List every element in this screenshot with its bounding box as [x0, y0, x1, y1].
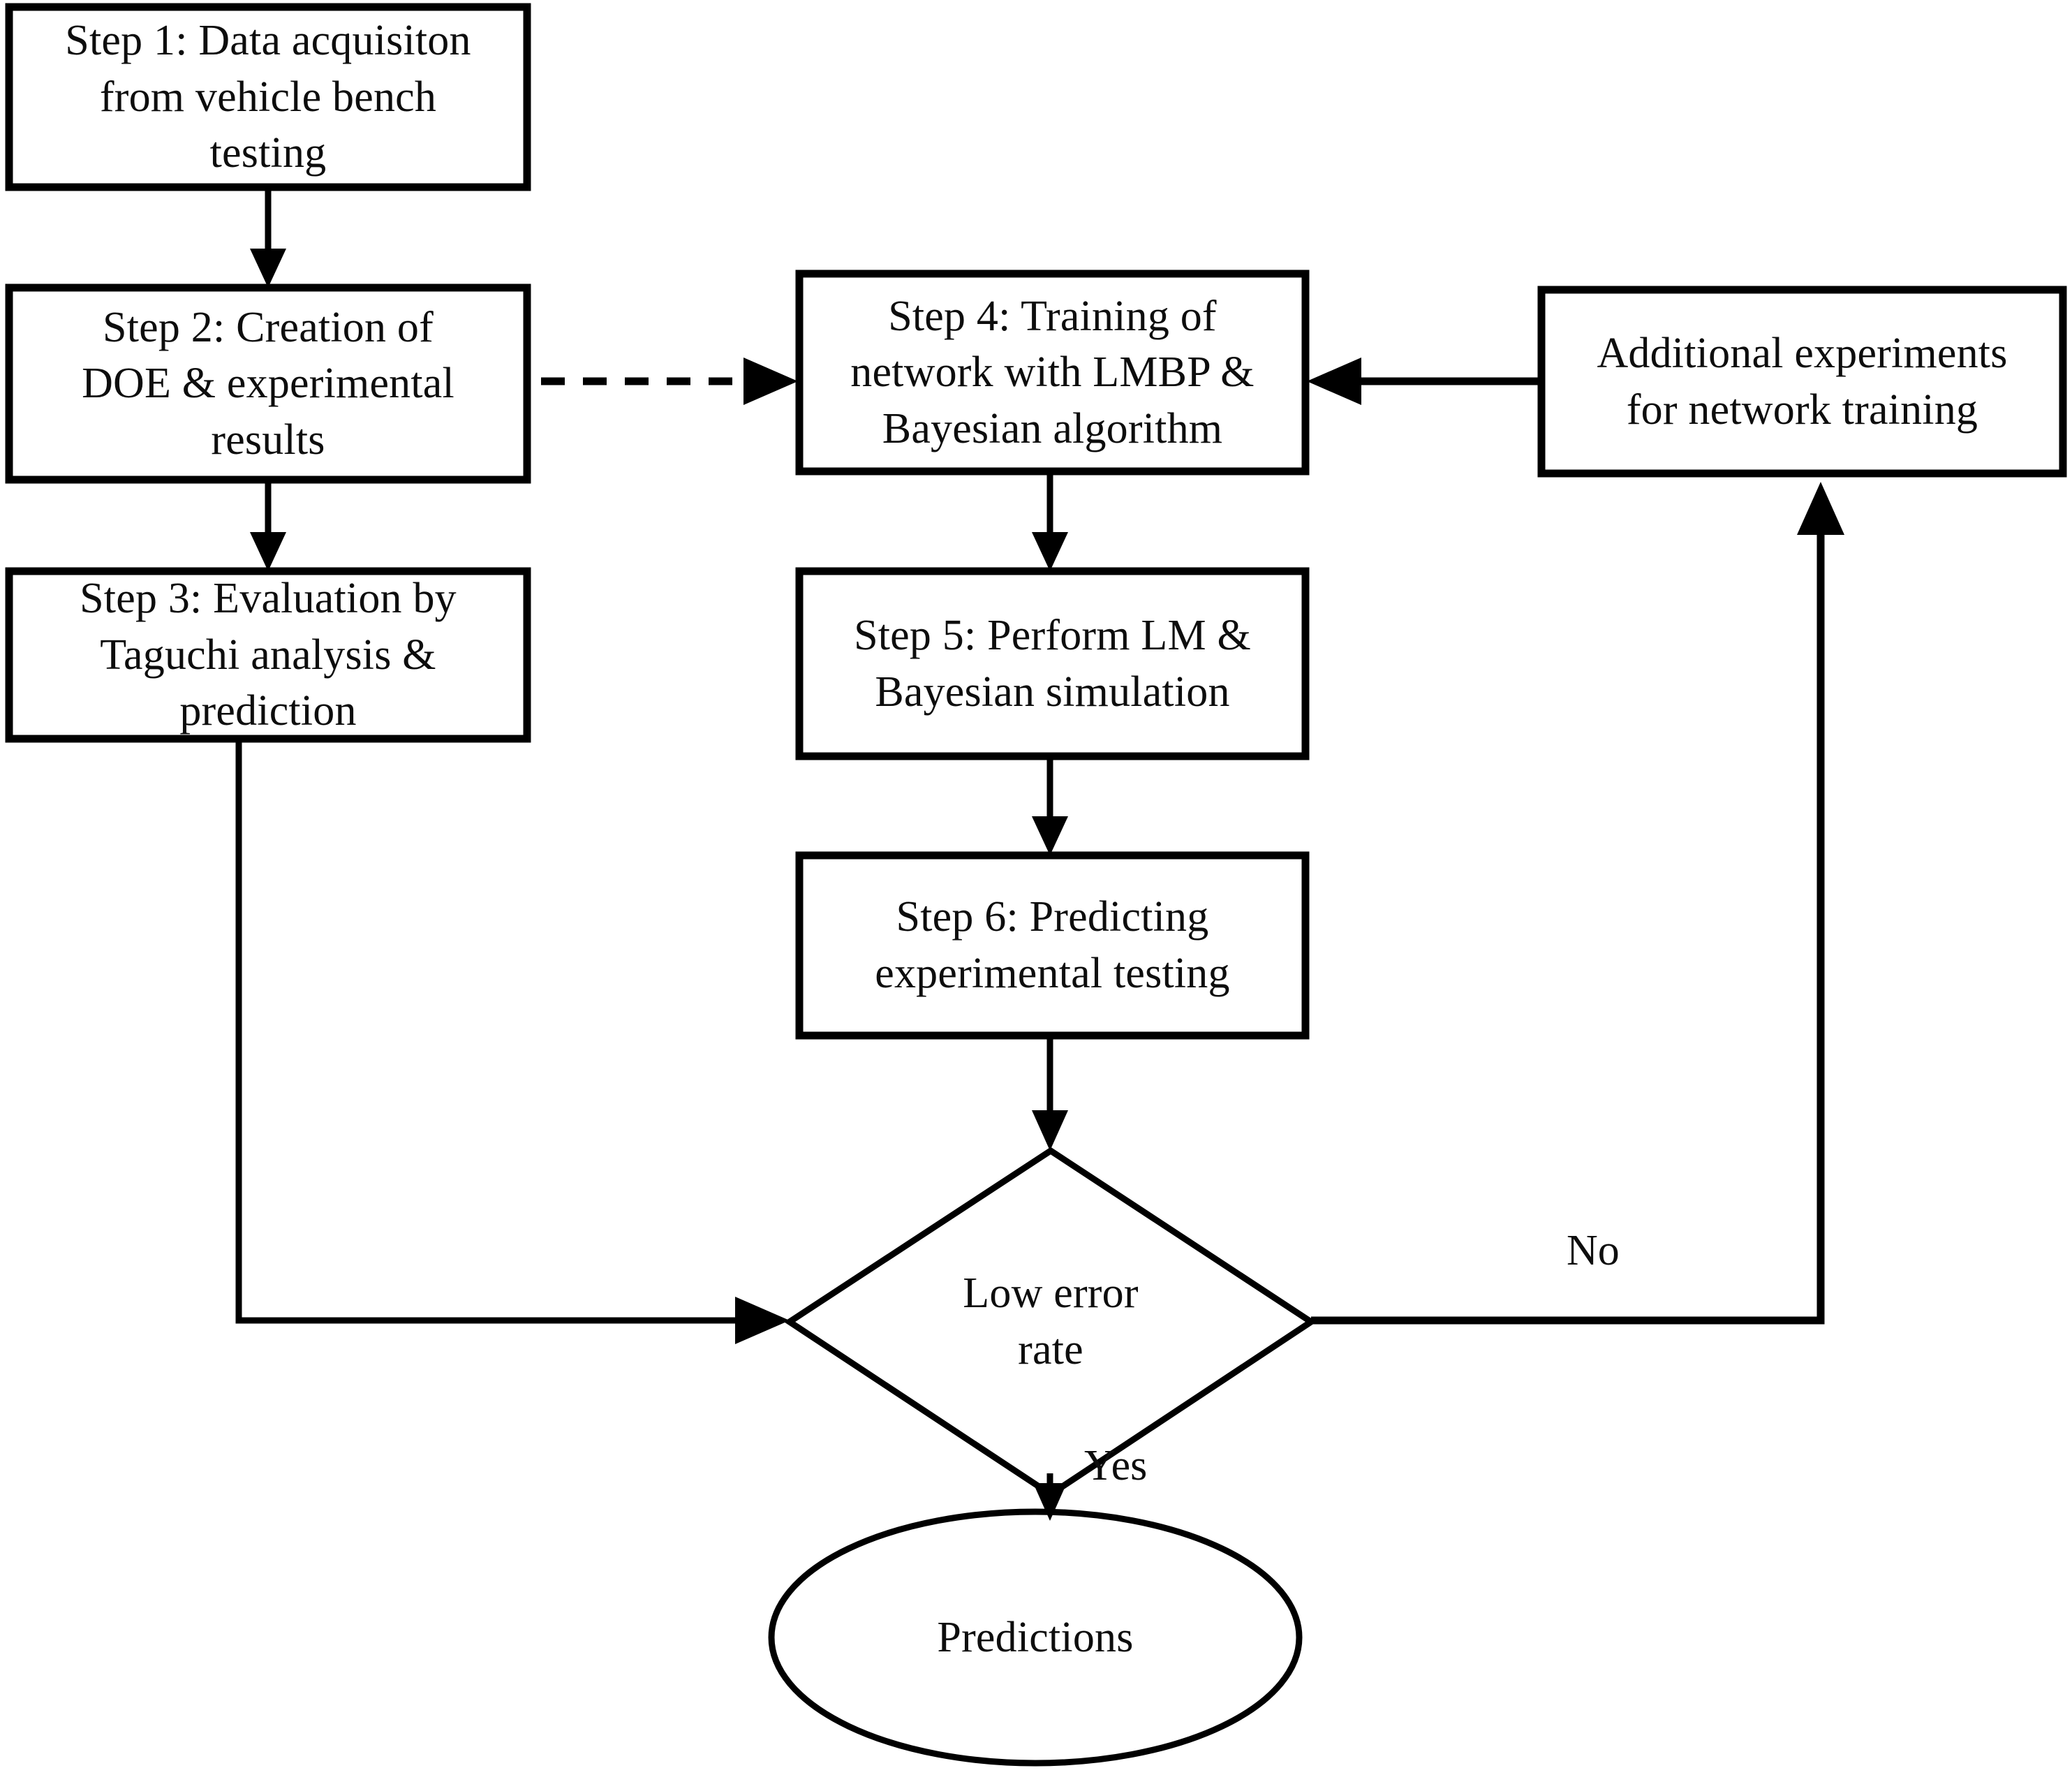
- node-step1-shape[interactable]: [5, 3, 531, 191]
- edge-step2-to-step4-dashed: [541, 358, 798, 405]
- edge-additional-to-step4: [1307, 358, 1540, 405]
- node-predictions-shape[interactable]: [768, 1508, 1303, 1767]
- node-decision-shape[interactable]: [783, 1147, 1317, 1498]
- node-step2-shape[interactable]: [5, 283, 531, 484]
- edge-step5-to-step6: [1032, 758, 1068, 855]
- node-step4-shape[interactable]: [795, 270, 1310, 476]
- edge-label-yes: Yes: [1084, 1442, 1148, 1489]
- node-step6-shape[interactable]: [795, 851, 1310, 1040]
- edge-label-no: No: [1567, 1227, 1620, 1274]
- edge-step1-to-step2: [250, 189, 286, 288]
- node-additional-shape[interactable]: [1537, 286, 2067, 478]
- edge-step2-to-step3: [250, 481, 286, 571]
- edge-step6-to-decision: [1032, 1037, 1068, 1151]
- node-step5-shape[interactable]: [795, 567, 1310, 760]
- edge-decision-to-predictions-yes: [1033, 1473, 1067, 1521]
- edge-step3-to-decision: [235, 740, 790, 1344]
- edge-decision-to-additional-no: [1311, 482, 1844, 1325]
- edge-step4-to-step5: [1032, 473, 1068, 571]
- node-step3-shape[interactable]: [5, 567, 531, 743]
